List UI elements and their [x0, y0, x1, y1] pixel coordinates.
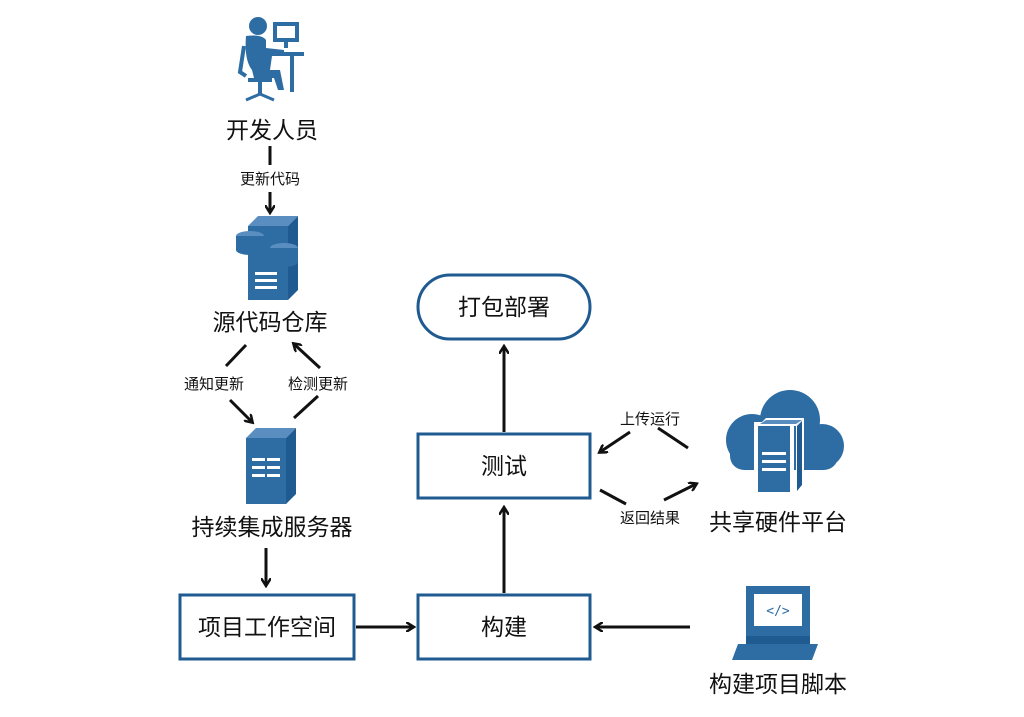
update-code-label: 更新代码	[240, 170, 300, 188]
upload-run-label: 上传运行	[620, 410, 680, 428]
build-label: 构建	[481, 615, 527, 641]
svg-text:</>: </>	[766, 604, 790, 619]
test-box	[416, 432, 592, 500]
database-server-icon	[236, 216, 298, 300]
repo-label: 源代码仓库	[213, 310, 328, 336]
build-box	[416, 593, 592, 661]
upload-run-arrow	[600, 430, 631, 452]
test-label: 测试	[481, 454, 527, 480]
developer-at-computer-icon	[237, 17, 304, 102]
workspace-label: 项目工作空间	[198, 615, 336, 641]
build-script-label: 构建项目脚本	[709, 672, 847, 698]
ci-server-label: 持续集成服务器	[192, 515, 353, 541]
check-update-arrow	[294, 344, 322, 370]
return-result-arrow	[663, 484, 696, 502]
notify-update-arrow	[228, 398, 252, 422]
notify-update-arrow-top	[224, 343, 248, 368]
return-result-label: 返回结果	[620, 509, 680, 527]
cloud-server-icon	[726, 390, 844, 496]
server-icon	[246, 428, 296, 504]
workspace-box	[178, 593, 356, 661]
code-monitor-icon: </>	[732, 586, 818, 660]
notify-update-label: 通知更新	[184, 375, 244, 393]
developer-label: 开发人员	[226, 118, 318, 144]
check-update-arrow-bottom	[292, 394, 320, 420]
hw-platform-label: 共享硬件平台	[709, 510, 847, 536]
check-update-label: 检测更新	[288, 375, 348, 393]
deploy-label: 打包部署	[458, 295, 550, 321]
upload-run-arrow-tail	[657, 426, 689, 450]
deploy-box	[416, 273, 592, 341]
return-result-arrow-tail	[599, 488, 627, 506]
